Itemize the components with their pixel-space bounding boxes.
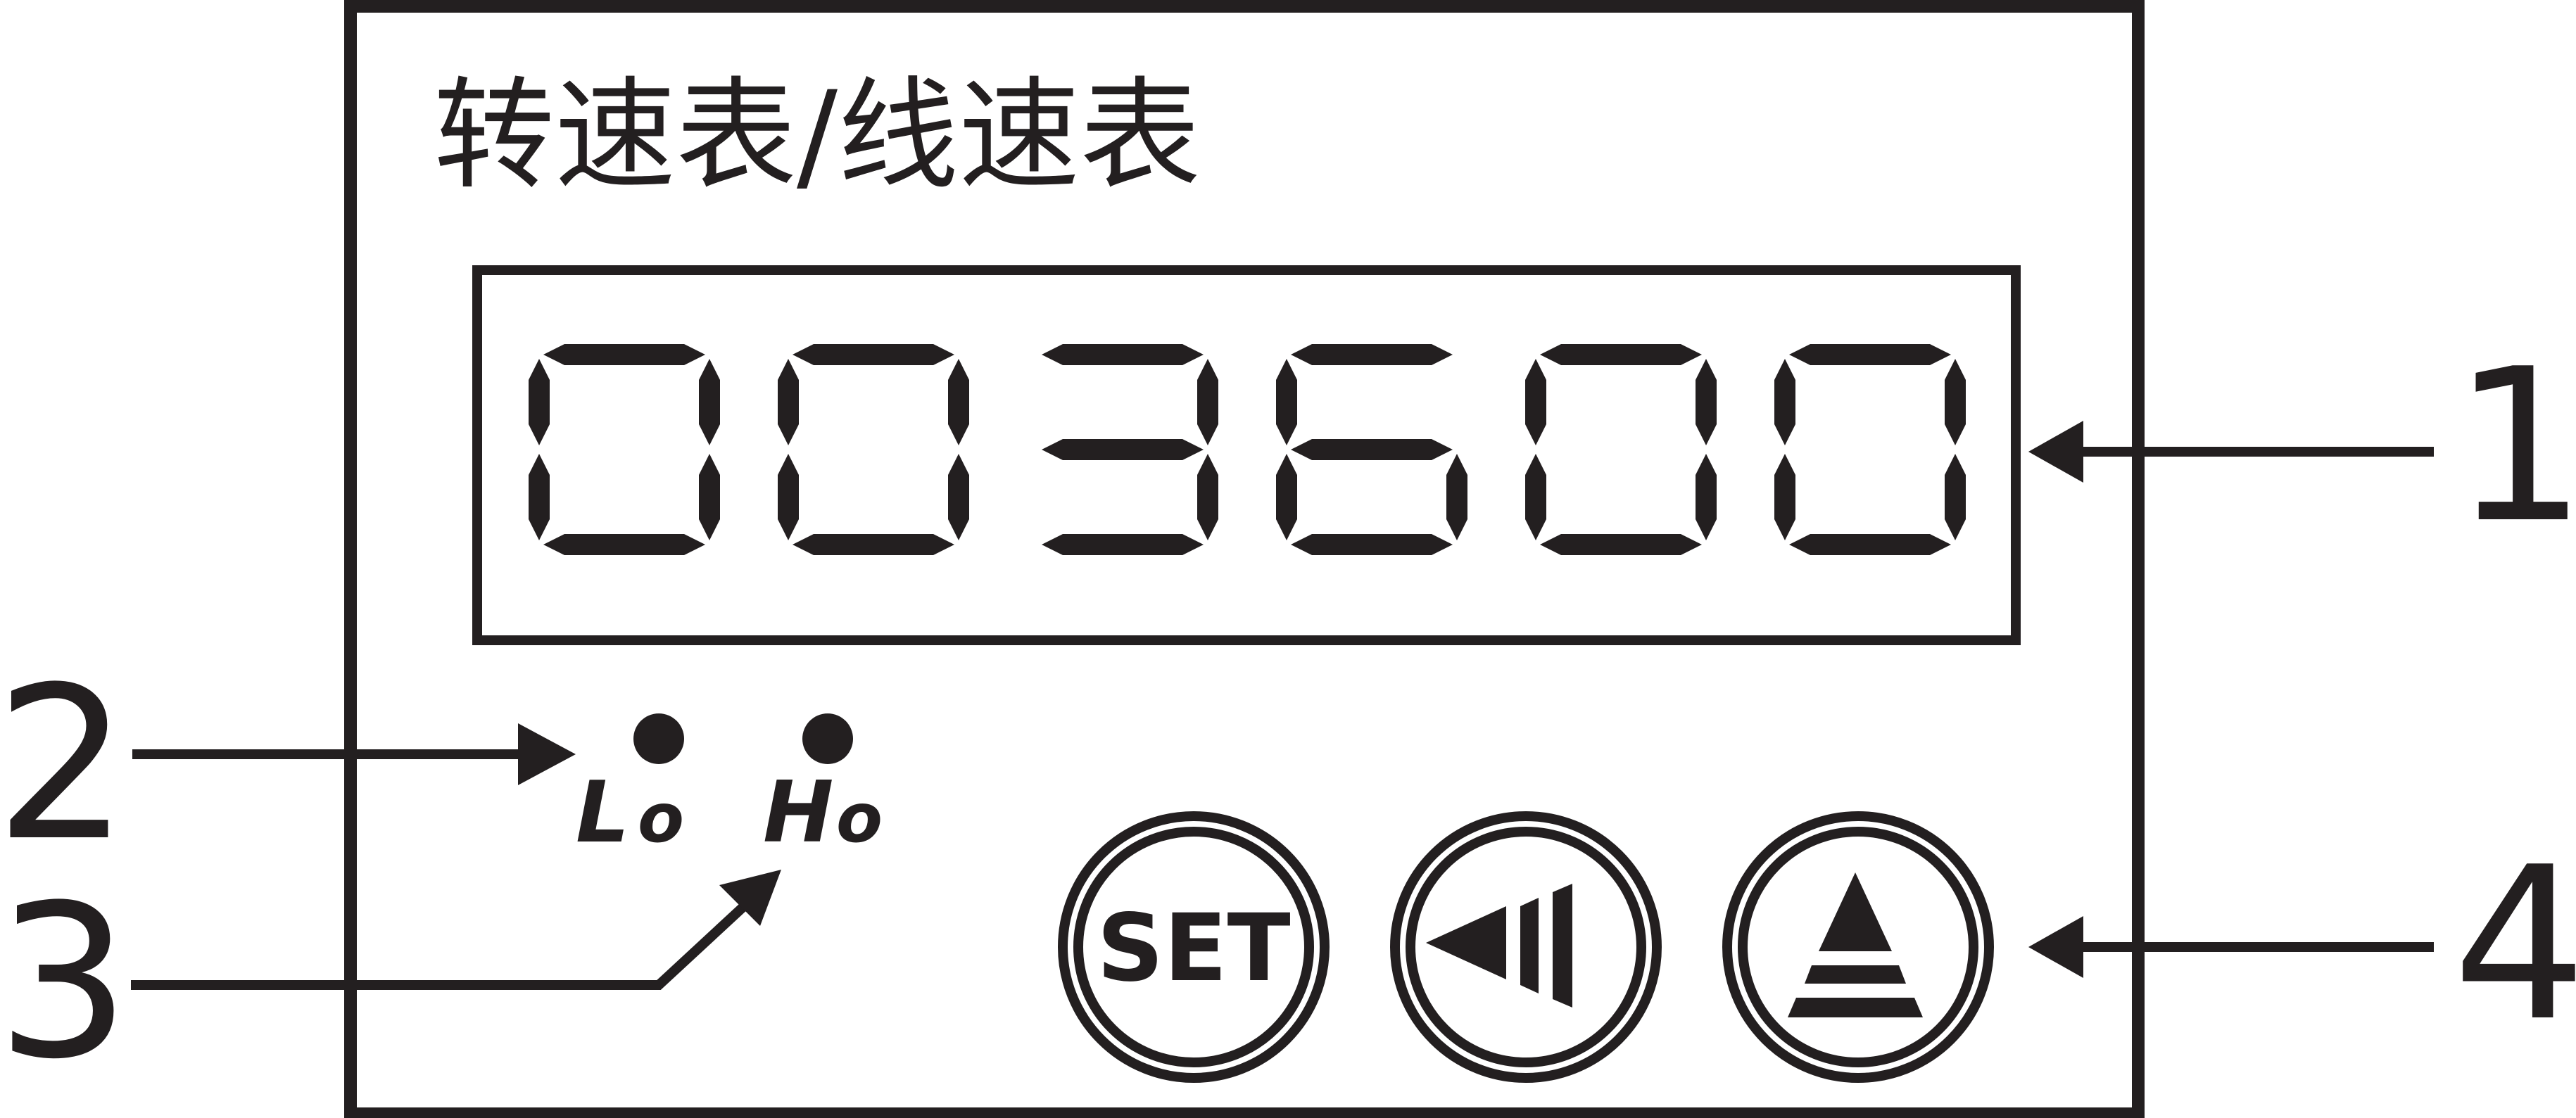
up-button[interactable]: [1722, 811, 1994, 1083]
digit-5-segment-a: [1540, 344, 1702, 365]
digit-2-segment-b: [948, 359, 969, 445]
digit-6-segment-f: [1774, 359, 1795, 445]
display-window: [472, 265, 2021, 645]
shift-left-icon: [1426, 884, 1572, 1008]
digit-2-segment-d: [793, 534, 954, 555]
digit-6-segment-c: [1945, 454, 1966, 540]
digit-4-segment-d: [1291, 534, 1453, 555]
digit-4-segment-c: [1446, 454, 1467, 540]
callout-1-label: 1: [2453, 324, 2576, 569]
callout-1: 1: [2028, 324, 2576, 569]
ho-sub: o: [836, 779, 883, 858]
callout-3-label: 3: [0, 860, 130, 1105]
digit-3-segment-a: [1042, 344, 1204, 365]
seven-segment-display: [529, 344, 1966, 555]
digit-5-segment-d: [1540, 534, 1702, 555]
digit-6-segment-a: [1789, 344, 1951, 365]
digit-6-segment-b: [1945, 359, 1966, 445]
digit-5-segment-b: [1696, 359, 1717, 445]
digit-5-segment-c: [1696, 454, 1717, 540]
panel-title: 转速表/线速表: [434, 65, 1201, 206]
digit-2-segment-c: [948, 454, 969, 540]
digit-1-segment-f: [529, 359, 550, 445]
callout-4: 4: [2028, 822, 2576, 1067]
digit-2-segment-e: [778, 454, 799, 540]
callout-2-label: 2: [0, 642, 129, 887]
lo-sub: o: [638, 779, 684, 858]
panel-frame: [344, 0, 2145, 1118]
callout-3: 3: [0, 860, 781, 1105]
set-button[interactable]: SET: [1058, 811, 1330, 1083]
set-label: SET: [1097, 894, 1290, 1003]
digit-1-segment-c: [699, 454, 720, 540]
digit-1-segment-a: [543, 344, 705, 365]
digit-3-segment-g: [1042, 439, 1204, 460]
digit-6-segment-e: [1774, 454, 1795, 540]
indicator-lo: L o: [576, 713, 684, 862]
digit-3-segment-c: [1197, 454, 1218, 540]
digit-4-segment-g: [1291, 439, 1453, 460]
digit-3-segment-d: [1042, 534, 1204, 555]
lo-led: [633, 713, 684, 764]
shift-button[interactable]: [1390, 811, 1662, 1083]
digit-3-segment-b: [1197, 359, 1218, 445]
callout-2: 2: [0, 642, 576, 887]
ho-letter: H: [763, 764, 833, 862]
lo-letter: L: [576, 764, 629, 862]
digit-1-segment-e: [529, 454, 550, 540]
digit-5-segment-f: [1525, 359, 1546, 445]
indicator-ho: H o: [763, 713, 883, 862]
callout-4-label: 4: [2453, 822, 2576, 1067]
digit-4-segment-e: [1276, 454, 1297, 540]
digit-2-segment-f: [778, 359, 799, 445]
digit-5-segment-e: [1525, 454, 1546, 540]
digit-1-segment-b: [699, 359, 720, 445]
digit-4-segment-f: [1276, 359, 1297, 445]
digit-4-segment-a: [1291, 344, 1453, 365]
digit-1-segment-d: [543, 534, 705, 555]
digit-6-segment-d: [1789, 534, 1951, 555]
digit-2-segment-a: [793, 344, 954, 365]
up-triangle-icon: [1788, 872, 1923, 1017]
ho-led: [802, 713, 853, 764]
